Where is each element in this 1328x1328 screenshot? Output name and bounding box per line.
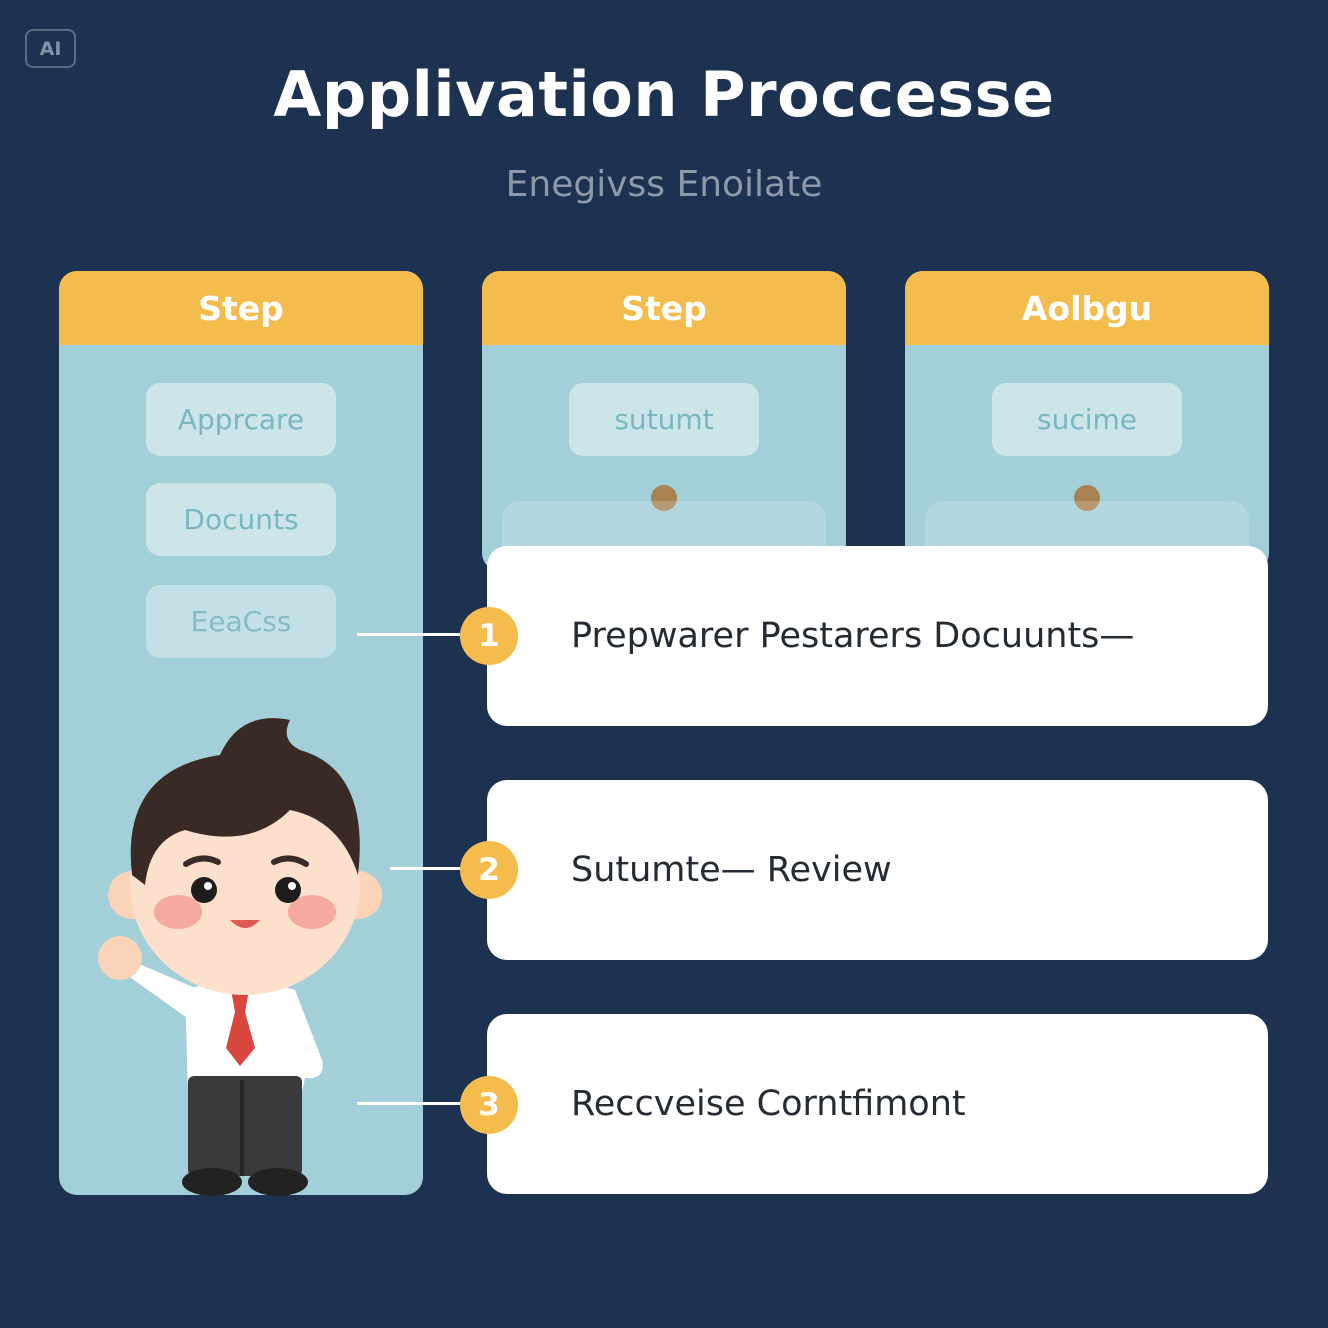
step-text: Sutumte— Review bbox=[571, 850, 892, 890]
step-card: Prepwarer Pestarers Docuunts— bbox=[487, 546, 1268, 726]
step-text: Reccveise Corntfimont bbox=[571, 1084, 966, 1124]
step-column-2: Step sutumt bbox=[482, 271, 846, 571]
column-chip: sutumt bbox=[569, 383, 759, 456]
connector-line bbox=[357, 1102, 477, 1105]
step-card: Sutumte— Review bbox=[487, 780, 1268, 960]
column-header: Aolbgu bbox=[905, 271, 1269, 345]
connector-line bbox=[390, 867, 477, 870]
page-subtitle: Enegivss Enoilate bbox=[505, 164, 823, 205]
column-chip: sucime bbox=[992, 383, 1182, 456]
step-card: Reccveise Corntfimont bbox=[487, 1014, 1268, 1194]
step-number-badge: 1 bbox=[460, 607, 518, 665]
step-number-badge: 3 bbox=[460, 1076, 518, 1134]
step-column-3: Aolbgu sucime bbox=[905, 271, 1269, 571]
connector-line bbox=[357, 633, 477, 636]
step-text: Prepwarer Pestarers Docuunts— bbox=[571, 616, 1135, 656]
column-header: Step bbox=[482, 271, 846, 345]
page-title: Applivation Proccesse bbox=[273, 58, 1055, 131]
column-chip: Apprcare bbox=[146, 383, 336, 456]
column-dot bbox=[651, 485, 677, 511]
column-chip: Docunts bbox=[146, 483, 336, 556]
column-header: Step bbox=[59, 271, 423, 345]
column-dot bbox=[1074, 485, 1100, 511]
column-chip: EeaCss bbox=[146, 585, 336, 658]
step-number-badge: 2 bbox=[460, 841, 518, 899]
businessman-mascot-icon bbox=[98, 718, 382, 1196]
ai-badge: AI bbox=[25, 29, 76, 68]
